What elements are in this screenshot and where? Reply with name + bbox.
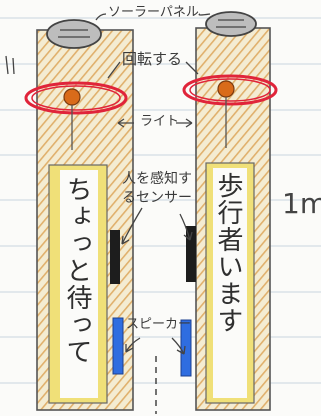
- right-rotating-ring-icon: [182, 74, 278, 106]
- human-sensor-label: 人を感知するセンサー: [122, 171, 192, 206]
- annotation-arrows: [5, 13, 211, 414]
- left-speaker-icon: [112, 317, 124, 375]
- scale-label: 1m: [282, 187, 321, 220]
- right-sensor-icon: [186, 226, 196, 282]
- left-solar-panel-disc: [46, 19, 102, 49]
- speaker-label: スピーカー: [126, 317, 192, 332]
- rotate-label: 回転する: [122, 50, 183, 68]
- light-label: ライト: [140, 114, 180, 129]
- right-solar-panel-disc: [205, 11, 257, 37]
- left-pillar: [24, 19, 134, 411]
- solar-panel-label: ソーラーパネル: [108, 5, 199, 20]
- right-pillar-message: 歩行者います: [213, 172, 243, 334]
- right-lamp-icon: [217, 80, 235, 98]
- left-pillar-message: ちょっと待って: [62, 176, 92, 365]
- left-lamp-icon: [63, 88, 81, 106]
- left-rotating-ring-icon: [24, 81, 128, 115]
- left-sensor-icon: [110, 230, 120, 284]
- right-pillar: [180, 11, 278, 411]
